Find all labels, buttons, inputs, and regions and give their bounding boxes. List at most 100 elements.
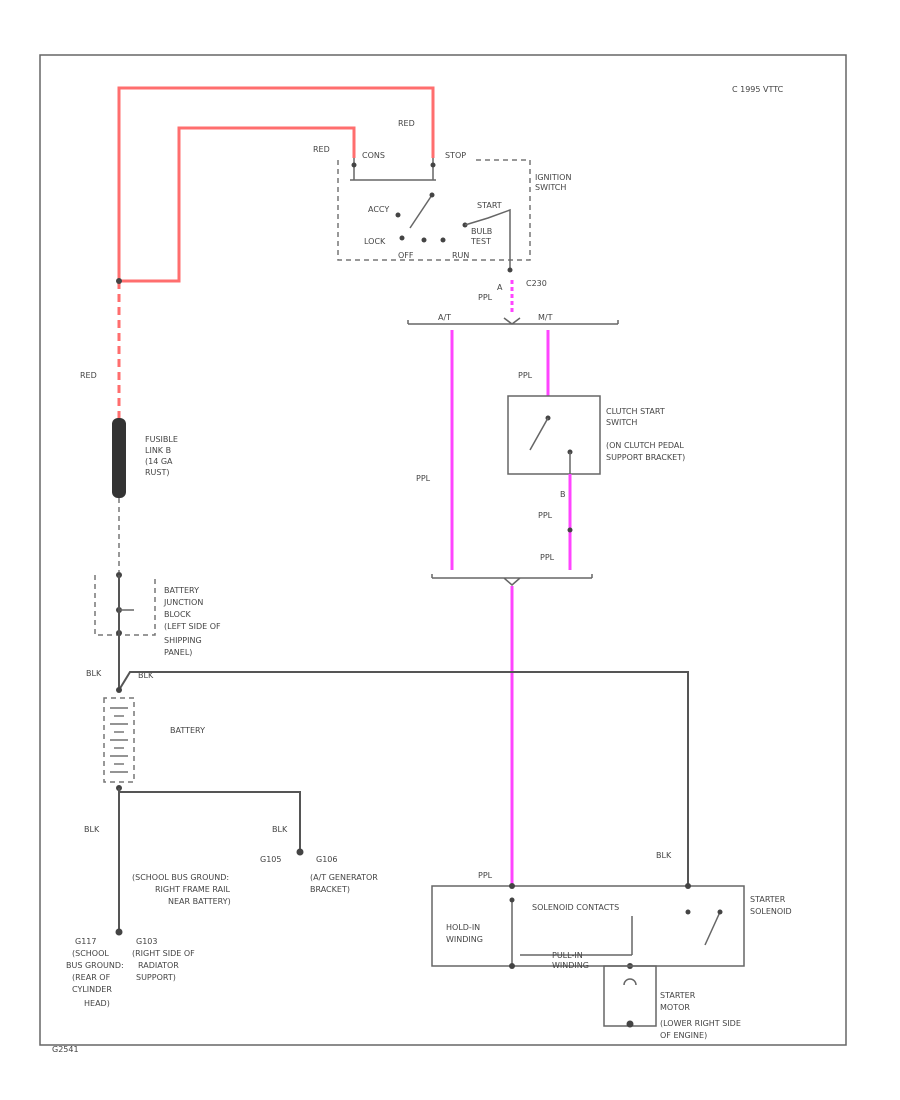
ignition-switch-label-2: SWITCH: [535, 183, 566, 192]
fusible-label-4: RUST): [145, 468, 170, 477]
hold-in-label-2: WINDING: [446, 935, 483, 944]
battery-positive-dot: [116, 687, 122, 693]
blk-label-g106: BLK: [272, 825, 288, 834]
ground-g106-dot: [296, 848, 304, 856]
splice-label-at: A/T: [438, 313, 451, 322]
ground-g117-text-5: CYLINDER: [72, 985, 112, 994]
diagram-border: [39, 54, 847, 1046]
splice-brace-bottom: [431, 574, 593, 586]
copyright-text: C 1995 VTTC: [732, 85, 784, 94]
ignition-term-dot-1: [351, 162, 357, 168]
ignition-off-dot: [421, 237, 427, 243]
ignition-lock-label: LOCK: [364, 237, 386, 246]
motor-label-1: STARTER: [660, 991, 696, 1000]
motor-label-2: MOTOR: [660, 1003, 690, 1012]
ignition-switch-dashed-box: [337, 159, 531, 261]
ground-g105-text-1: (SCHOOL BUS GROUND:: [132, 873, 229, 882]
ground-g106-text-2: BRACKET): [310, 885, 350, 894]
ignition-switch-label-1: IGNITION: [535, 173, 571, 182]
red-wire-label-top: RED: [398, 119, 415, 128]
solenoid-ppl-dot: [509, 883, 515, 889]
ppl-wire-clutch-low-label: PPL: [540, 553, 555, 562]
starter-solenoid-box: [431, 885, 745, 967]
clutch-label-1: CLUTCH START: [606, 407, 665, 416]
splice-label-mt: M/T: [538, 313, 553, 322]
ground-g117-text-2: (SCHOOL: [72, 949, 109, 958]
fusible-label-2: LINK B: [145, 446, 171, 455]
ground-g103-text-4: SUPPORT): [136, 973, 176, 982]
ppl-wire-clutch-top-label: PPL: [518, 371, 533, 380]
ignition-test-label: TEST: [470, 237, 491, 246]
blk-label-battery-top: BLK: [86, 669, 102, 678]
ground-g103-text-1: G103: [136, 937, 157, 946]
ignition-term-cons: CONS: [362, 151, 385, 160]
ground-g105-text-2: RIGHT FRAME RAIL: [155, 885, 230, 894]
solenoid-label-2: SOLENOID: [750, 907, 792, 916]
starter-motor-symbol: [623, 978, 637, 986]
ignition-acc-label: ACCY: [368, 205, 389, 214]
battery-outline: [103, 697, 135, 783]
ground-g117-text-3: BUS GROUND:: [66, 961, 124, 970]
fusible-link-body: [112, 418, 126, 498]
junction-label-6: PANEL): [164, 648, 192, 657]
clutch-label-4: SUPPORT BRACKET): [606, 453, 685, 462]
hold-in-label-1: HOLD-IN: [446, 923, 480, 932]
clutch-pin-b: B: [560, 490, 566, 499]
blk-wire-battery-to-solenoid: [118, 671, 689, 886]
fusible-label-1: FUSIBLE: [145, 435, 178, 444]
ignition-lock-dot: [399, 235, 405, 241]
pull-in-label-2: WINDING: [552, 961, 589, 970]
solenoid-contact-left-dot: [509, 897, 515, 903]
clutch-switch-arm: [529, 417, 549, 451]
motor-label-4: OF ENGINE): [660, 1031, 707, 1040]
solenoid-contact-right-dot: [685, 909, 691, 915]
starter-motor-ground-dot: [626, 1020, 634, 1028]
ignition-term-stop: STOP: [445, 151, 466, 160]
junction-label-4: (LEFT SIDE OF: [164, 622, 221, 631]
clutch-switch-box: [507, 395, 601, 475]
ground-g117-dot: [115, 928, 123, 936]
solenoid-contacts-label: SOLENOID CONTACTS: [532, 903, 619, 912]
motor-label-3: (LOWER RIGHT SIDE: [660, 1019, 741, 1028]
ignition-term-dot-2: [430, 162, 436, 168]
red-wire-inner: [119, 126, 356, 283]
red-wire-splice: [116, 278, 122, 284]
blk-label-solenoid: BLK: [656, 851, 672, 860]
ignition-run-label: RUN: [452, 251, 469, 260]
red-wire-outer: [117, 86, 435, 281]
solenoid-blk-dot: [685, 883, 691, 889]
ignition-acc-dot: [395, 212, 401, 218]
c230-pin-a-dot: [507, 267, 513, 273]
footer-code: G2541: [52, 1045, 79, 1054]
solenoid-contact-plunger: [520, 916, 633, 956]
ignition-start-label: START: [477, 201, 502, 210]
clutch-label-3: (ON CLUTCH PEDAL: [606, 441, 684, 450]
ground-g103-text-2: (RIGHT SIDE OF: [132, 949, 195, 958]
junction-label-2: JUNCTION: [163, 598, 203, 607]
ground-g103-text-3: RADIATOR: [138, 961, 179, 970]
red-wire-label-inner: RED: [313, 145, 330, 154]
junction-label-3: BLOCK: [164, 610, 192, 619]
ground-g117-text-4: (REAR OF: [72, 973, 111, 982]
ground-g105-text-3: NEAR BATTERY): [168, 897, 231, 906]
fusible-label-3: (14 GA: [145, 457, 173, 466]
blk-wire-ground-g106: [119, 791, 301, 850]
ppl-wire-at-label: PPL: [416, 474, 431, 483]
ignition-pivot-dot: [429, 192, 435, 198]
battery-label: BATTERY: [170, 726, 205, 735]
ignition-switch-arm: [409, 194, 433, 229]
ground-g106-text-1: (A/T GENERATOR: [310, 873, 378, 882]
splice-brace-top: [407, 317, 619, 325]
battery-cells: [110, 707, 128, 773]
ground-g106-id: G106: [316, 855, 337, 864]
solenoid-bottom-dot-left: [509, 963, 515, 969]
c230-label: C230: [526, 279, 547, 288]
ignition-off-label: OFF: [398, 251, 414, 260]
solenoid-switch-arm: [704, 911, 721, 946]
junction-label-1: BATTERY: [164, 586, 199, 595]
ground-g117-text-1: G117: [75, 937, 96, 946]
c230-pin-a: A: [497, 283, 503, 292]
ignition-run-dot: [440, 237, 446, 243]
blk-label-battery-bottom: BLK: [84, 825, 100, 834]
